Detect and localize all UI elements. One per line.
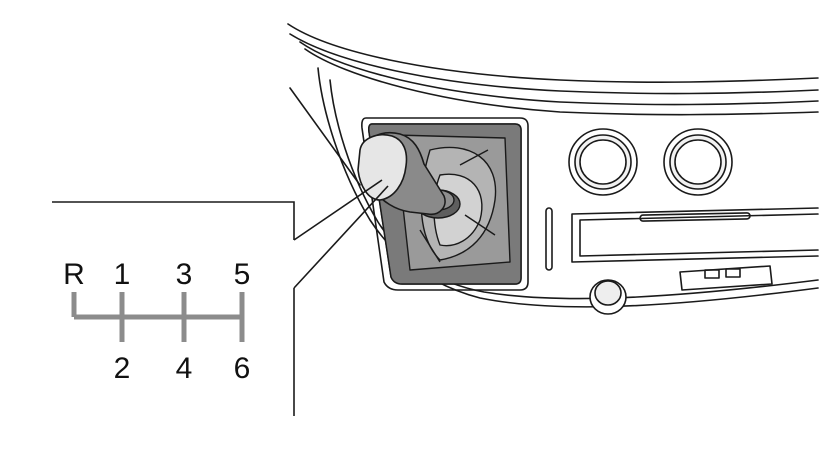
callout-pointer-upper xyxy=(293,179,383,241)
console-outer-outline xyxy=(317,67,819,308)
gear-label-5: 5 xyxy=(234,258,251,291)
lower-switch-1 xyxy=(704,269,720,279)
lower-switch-2 xyxy=(725,268,741,278)
dash-top-line-4 xyxy=(304,48,819,116)
callout-lines xyxy=(52,179,389,416)
control-panel-slot xyxy=(639,212,751,222)
climate-knob-right xyxy=(663,128,733,196)
dash-top-line-3 xyxy=(299,41,819,106)
dash-top-line-1 xyxy=(287,23,819,83)
dash-top-line-2 xyxy=(289,33,819,95)
gear-label-r: R xyxy=(63,258,85,291)
shift-pattern: R 1 3 5 2 4 6 xyxy=(63,258,250,385)
climate-knob-left xyxy=(568,128,638,196)
gear-label-2: 2 xyxy=(114,352,131,385)
console-left-edge xyxy=(289,87,361,186)
gear-label-3: 3 xyxy=(176,258,193,291)
shift-bezel-outer xyxy=(361,117,529,291)
callout-pointer-lower xyxy=(293,185,389,289)
shift-gate xyxy=(71,292,245,342)
callout-frame-line xyxy=(52,201,295,240)
lower-switch-housing xyxy=(679,265,773,291)
control-panel xyxy=(571,207,819,263)
control-panel-inner xyxy=(579,213,819,257)
gear-label-1: 1 xyxy=(114,258,131,291)
console-vertical-slot xyxy=(545,207,553,271)
gear-label-6: 6 xyxy=(234,352,251,385)
gear-label-4: 4 xyxy=(176,352,193,385)
small-knob-bottom xyxy=(589,279,627,315)
